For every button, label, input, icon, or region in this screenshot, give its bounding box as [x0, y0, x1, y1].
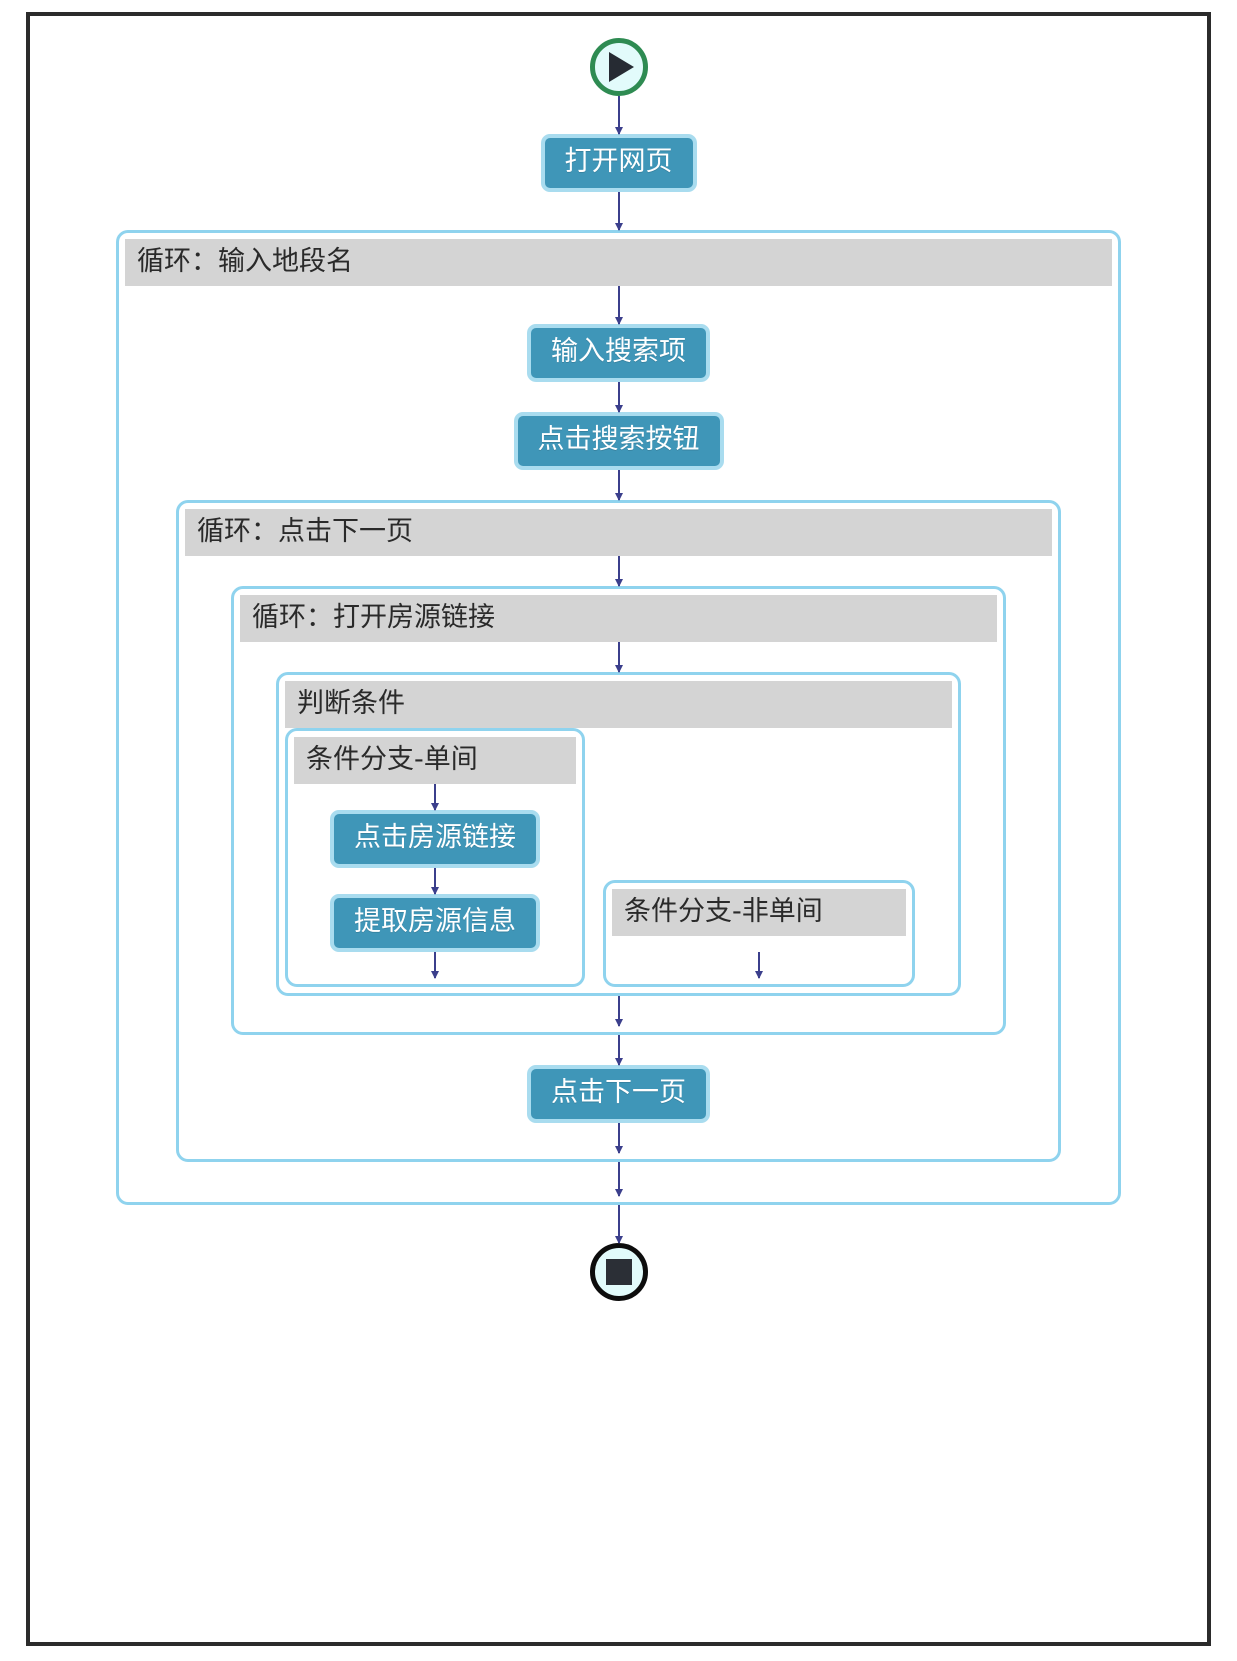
end-node[interactable]: [589, 1243, 648, 1301]
node-click-next-page[interactable]: 点击下一页: [527, 1065, 710, 1123]
container-loop-open-listing-link[interactable]: 循环：打开房源链接 判断条件: [231, 586, 1006, 1035]
connector-arrow: [613, 286, 625, 325]
container-body: 输入搜索项 点击搜索按钮 循环：点击下一页: [125, 286, 1112, 1197]
connector-arrow: [613, 1205, 625, 1244]
node-input-search-term[interactable]: 输入搜索项: [527, 324, 710, 382]
node-click-search-button[interactable]: 点击搜索按钮: [513, 412, 724, 470]
container-condition[interactable]: 判断条件 条件分支-单间: [276, 672, 961, 996]
container-body: 点击房源链接 提取房源信息: [294, 784, 576, 979]
stop-square-icon: [605, 1259, 632, 1285]
connector-arrow: [429, 952, 441, 979]
start-node[interactable]: [589, 38, 648, 96]
container-header-label: 循环：点击下一页: [185, 509, 1052, 556]
container-header-label: 条件分支-非单间: [612, 889, 906, 936]
node-extract-listing-info[interactable]: 提取房源信息: [330, 894, 540, 952]
container-header-label: 条件分支-单间: [294, 737, 576, 784]
container-header-label: 循环：打开房源链接: [240, 595, 997, 642]
connector-arrow: [613, 996, 625, 1027]
node-click-listing-link[interactable]: 点击房源链接: [330, 810, 540, 868]
flowchart-frame: 打开网页 循环：输入地段名 输入搜索项 点击搜索按钮: [26, 12, 1211, 1646]
container-body: 判断条件 条件分支-单间: [240, 642, 997, 1027]
connector-arrow: [613, 192, 625, 231]
container-loop-click-next-page[interactable]: 循环：点击下一页 循环：打开房源链接: [176, 500, 1061, 1162]
container-loop-input-district[interactable]: 循环：输入地段名 输入搜索项 点击搜索按钮 循环：点: [116, 230, 1121, 1205]
play-triangle-icon: [609, 52, 634, 82]
connector-arrow: [613, 382, 625, 413]
flow-root: 打开网页 循环：输入地段名 输入搜索项 点击搜索按钮: [30, 16, 1207, 1301]
connector-arrow: [429, 868, 441, 895]
container-branch-not-single-room[interactable]: 条件分支-非单间: [603, 880, 915, 987]
connector-arrow: [613, 556, 625, 587]
container-body: 循环：打开房源链接 判断条件: [185, 556, 1052, 1154]
connector-arrow: [429, 784, 441, 811]
container-body: [612, 936, 906, 979]
connector-arrow: [613, 1035, 625, 1066]
connector-arrow: [613, 1162, 625, 1197]
container-header-label: 判断条件: [285, 681, 952, 728]
connector-arrow: [613, 642, 625, 673]
connector-arrow: [753, 952, 765, 979]
node-open-page[interactable]: 打开网页: [540, 134, 697, 192]
container-body: 条件分支-单间 点击房源链接: [285, 728, 952, 987]
condition-branch-row: 条件分支-单间 点击房源链接: [285, 728, 952, 987]
container-header-label: 循环：输入地段名: [125, 239, 1112, 286]
connector-arrow: [613, 96, 625, 135]
container-branch-single-room[interactable]: 条件分支-单间 点击房源链接: [285, 728, 585, 987]
connector-arrow: [613, 1123, 625, 1154]
connector-arrow: [613, 470, 625, 501]
